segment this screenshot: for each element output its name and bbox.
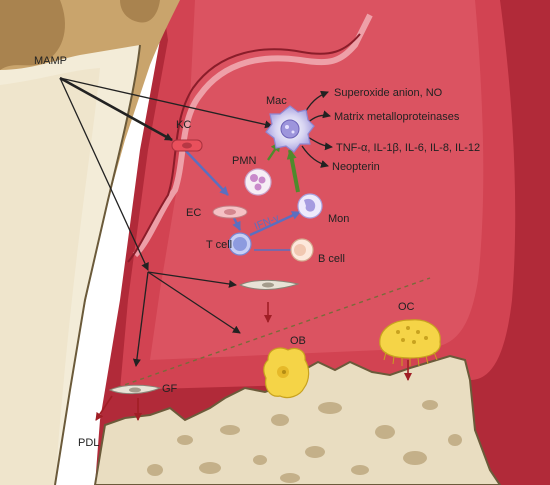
tooth-enamel-shade-2 [120,0,160,23]
label-kc: KC [176,119,191,131]
label-mac: Mac [266,95,287,107]
mac-output-4: Neopterin [332,161,380,173]
gf-cell [108,384,162,395]
mac-output-1: Superoxide anion, NO [334,87,443,99]
tooth-root-inner [0,68,100,485]
label-mamp: MAMP [34,55,67,67]
label-oc: OC [398,301,415,313]
b-cell [290,238,314,262]
connective-tissue [150,0,484,360]
label-b-cell: B cell [318,253,345,265]
mamp-arrows [59,76,273,367]
ec-cell [212,205,248,219]
bone-trabeculae [147,400,462,483]
mac-output-3: TNF-α, IL-1β, IL-6, IL-8, IL-12 [336,142,480,154]
label-t-cell: T cell [206,239,232,251]
alveolar-bone [93,354,502,485]
pmn-cell [244,168,272,196]
blue-arrows [184,149,301,255]
label-ec: EC [186,207,201,219]
monocyte-cell [297,193,323,219]
tissue-boundary-dashed [109,277,431,391]
tooth-outline [54,44,141,485]
red-arrows [95,302,412,421]
kc-cell [171,139,203,152]
macrophage-cell [265,105,315,153]
epithelium-band [132,13,373,258]
label-pmn: PMN [232,155,257,167]
label-mon: Mon [328,213,349,225]
tooth-enamel-shade [0,0,65,70]
label-pdl: PDL [78,437,99,449]
ob-cell [263,347,310,399]
epithelium-edge [127,33,361,263]
fibroblast-cell [238,279,300,290]
t-cell [228,232,252,256]
mac-output-2: Matrix metalloproteinases [334,111,460,123]
label-ob: OB [290,335,306,347]
label-gf: GF [162,383,178,395]
oc-cell [379,319,441,367]
